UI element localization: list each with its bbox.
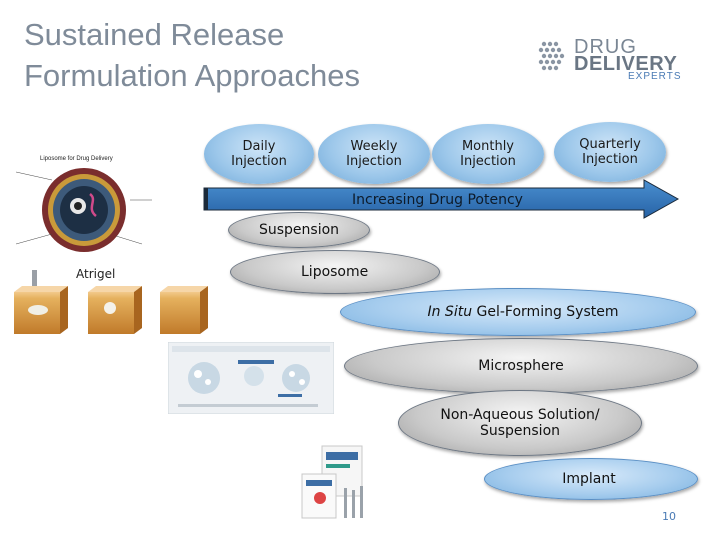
slide-title: Sustained Release Formulation Approaches xyxy=(24,17,361,93)
microsphere-product-image xyxy=(168,342,334,414)
freq-quarterly-bubble: Quarterly Injection xyxy=(554,122,666,182)
tech-nonaqueous-label: Non-Aqueous Solution/ Suspension xyxy=(440,407,600,439)
implant-product-image xyxy=(301,445,363,519)
tech-suspension-bubble: Suspension xyxy=(228,212,370,248)
tech-insitu-rest: Gel-Forming System xyxy=(472,304,619,320)
freq-weekly-label: Weekly Injection xyxy=(346,139,402,169)
tech-insitu-bubble: In Situ Gel-Forming System xyxy=(340,288,696,336)
tech-liposome-bubble: Liposome xyxy=(230,250,440,294)
atrigel-skin-diagram xyxy=(14,270,208,334)
logo-text-experts: EXPERTS xyxy=(628,71,682,82)
tech-insitu-label: In Situ Gel-Forming System xyxy=(427,304,618,320)
potency-arrow xyxy=(203,179,680,219)
svg-text:Liposome for Drug Delivery: Liposome for Drug Delivery xyxy=(40,156,113,162)
tech-liposome-label: Liposome xyxy=(301,264,369,280)
tech-implant-bubble: Implant xyxy=(484,458,698,500)
atrigel-label: Atrigel xyxy=(76,267,116,281)
tech-suspension-label: Suspension xyxy=(258,222,340,238)
freq-quarterly-label: Quarterly Injection xyxy=(579,137,641,167)
liposome-diagram-image: Liposome for Drug Delivery xyxy=(12,148,162,266)
dots-logo-icon xyxy=(538,41,565,71)
page-number: 10 xyxy=(662,510,676,523)
logo-text-drug: DRUG xyxy=(574,36,637,58)
drug-delivery-experts-logo: DRUG DELIVERY EXPERTS xyxy=(536,36,696,86)
logo-text-delivery: DELIVERY xyxy=(574,53,678,75)
tech-implant-label: Implant xyxy=(562,471,616,487)
tech-microsphere-bubble: Microsphere xyxy=(344,338,698,394)
tech-nonaqueous-bubble: Non-Aqueous Solution/ Suspension xyxy=(398,390,642,456)
freq-daily-label: Daily Injection xyxy=(231,139,287,169)
freq-monthly-label: Monthly Injection xyxy=(460,139,516,169)
tech-microsphere-label: Microsphere xyxy=(478,358,564,374)
freq-daily-bubble: Daily Injection xyxy=(204,124,314,184)
tech-insitu-italic: In Situ xyxy=(427,304,473,320)
arrow-label: Increasing Drug Potency xyxy=(352,192,523,208)
freq-weekly-bubble: Weekly Injection xyxy=(318,124,430,184)
freq-monthly-bubble: Monthly Injection xyxy=(432,124,544,184)
